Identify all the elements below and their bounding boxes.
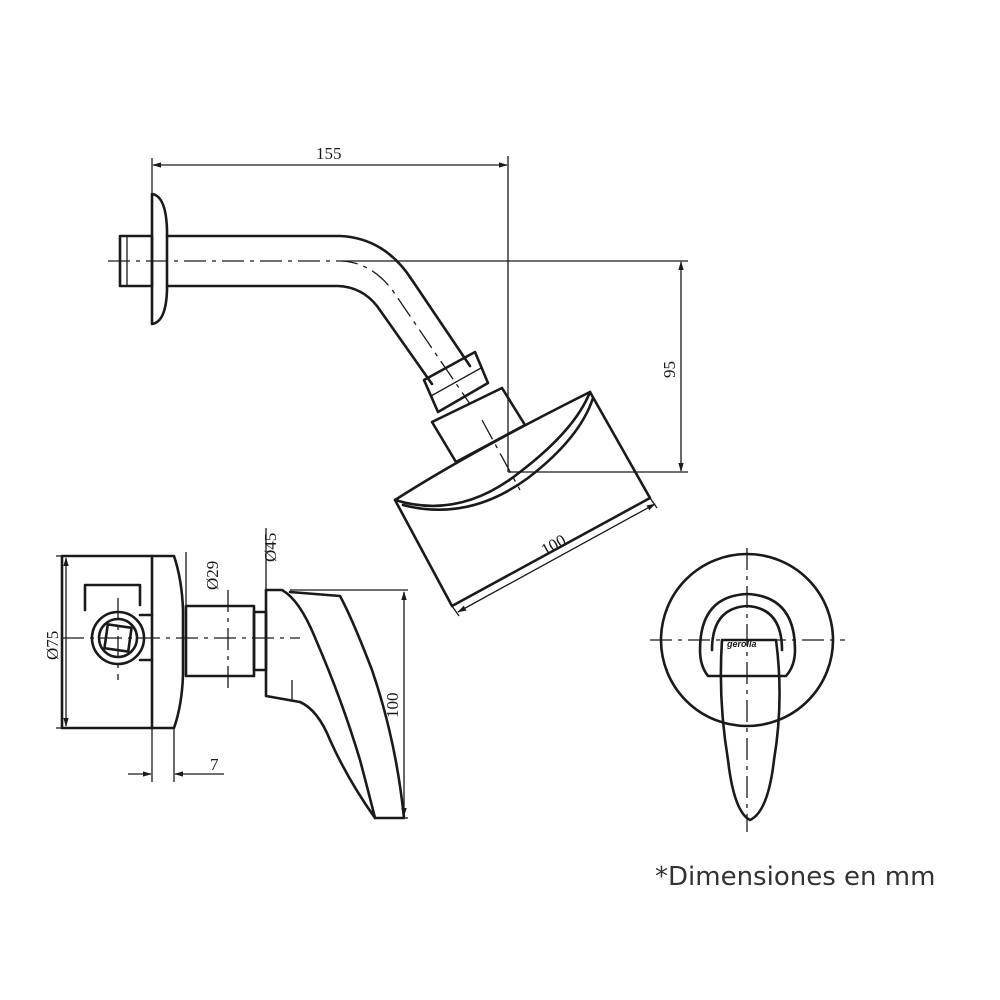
collar-diameter-label: Ø45: [261, 533, 280, 562]
head-diameter-label: 100: [538, 531, 570, 560]
dimension-stem-diameter: Ø29: [185, 552, 222, 606]
stem-diameter-label: Ø29: [203, 561, 222, 590]
handle-hub: [698, 592, 797, 678]
dimension-arm-drop: 95: [660, 261, 684, 472]
dimension-escutcheon-depth: 7: [128, 728, 224, 782]
dimension-collar-diameter: Ø45: [261, 528, 280, 590]
head-centerline: [481, 419, 521, 491]
arm-nut: [422, 350, 490, 414]
wall-flange: [150, 192, 169, 326]
handle-height-label: 100: [383, 693, 402, 719]
arm-centerline: [108, 260, 471, 405]
dimension-head-diameter: 100: [451, 497, 658, 617]
valve-side-view: [60, 554, 406, 820]
escutcheon-diameter-label: Ø75: [43, 631, 62, 660]
arm-drop-label: 95: [660, 361, 679, 378]
valve-stem: [184, 604, 256, 678]
escutcheon-plate: [150, 554, 185, 730]
dimension-handle-height: 100: [290, 589, 408, 819]
units-footnote: *Dimensiones en mm: [655, 862, 936, 892]
valve-front-view: gerolla: [650, 548, 845, 832]
handle-side: [264, 588, 406, 820]
handle-lever-front: [719, 638, 781, 822]
cartridge-outline: [83, 583, 142, 612]
arm-length-label: 155: [316, 144, 342, 163]
valve-body: [60, 554, 154, 730]
shower-arm-tube: [165, 234, 472, 368]
brand-logo: gerolla: [726, 639, 757, 649]
dimension-arm-length: 155: [152, 144, 508, 168]
dimension-escutcheon-diameter: Ø75: [43, 555, 150, 729]
escutcheon-depth-label: 7: [210, 755, 219, 774]
shower-arm-assembly: [108, 156, 688, 608]
